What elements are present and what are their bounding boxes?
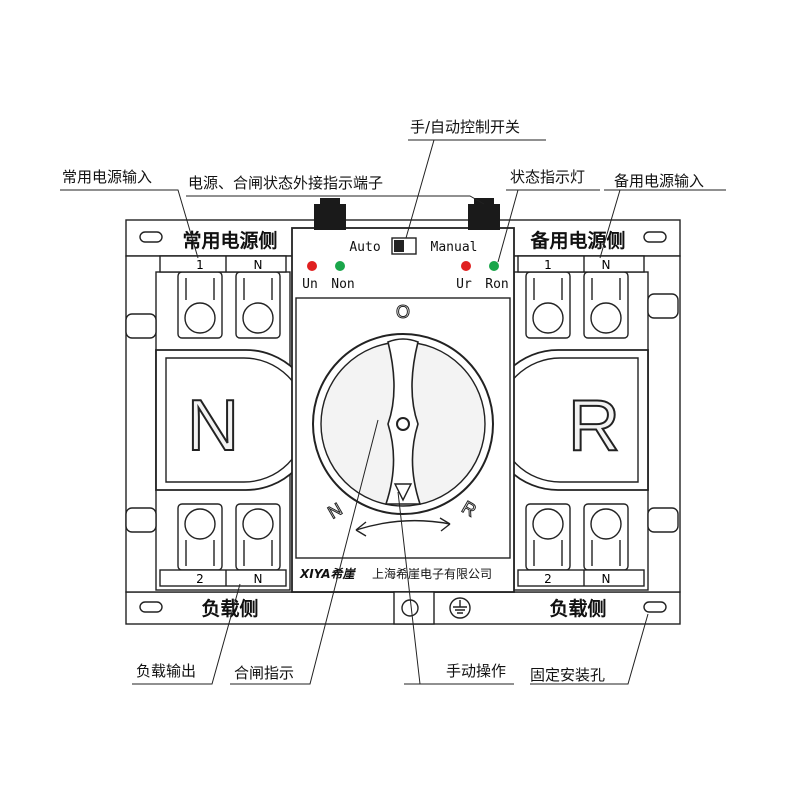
indicator-un-label: Un <box>302 277 318 292</box>
knob-arrow <box>393 483 413 502</box>
earth-icon <box>453 600 467 614</box>
leader-backup-input <box>599 189 726 259</box>
terminal-label-top-left-1: 1 <box>196 258 204 272</box>
left-pole-letter: N <box>187 386 239 466</box>
mounting-hole-top-right <box>643 231 667 243</box>
load-side-label-right: 负载侧 <box>549 597 606 620</box>
leader-load-output <box>132 583 241 685</box>
earth-symbol-ring <box>449 597 471 619</box>
mounting-hole-top-left <box>139 231 163 243</box>
leader-manual-operation <box>397 491 514 685</box>
terminal-label-top-right-n: N <box>602 258 611 272</box>
led-un <box>307 261 317 271</box>
mounting-hole-bottom-right <box>643 601 667 613</box>
rotation-arc <box>355 519 451 531</box>
indicator-non-label: Non <box>331 277 354 292</box>
auto-label: Auto <box>349 240 380 255</box>
callout-closing-indicator: 合闸指示 <box>234 664 295 682</box>
led-ron <box>489 261 499 271</box>
callout-backup-input: 备用电源输入 <box>614 172 705 190</box>
external-terminal-left <box>314 204 346 230</box>
leader-common-input <box>60 189 199 259</box>
manual-label: Manual <box>431 240 478 255</box>
external-terminal-right <box>468 204 500 230</box>
callout-status-light: 状态指示灯 <box>510 168 586 186</box>
right-pole-letter: R <box>568 386 620 466</box>
leader-manual-auto-switch <box>405 139 546 239</box>
indicator-ur-label: Ur <box>456 277 472 292</box>
side-tab-left-top <box>125 313 157 339</box>
leader-status-terminal <box>186 195 485 205</box>
side-tab-right-top <box>647 293 679 319</box>
led-non <box>335 261 345 271</box>
terminal-label-top-right-1: 1 <box>544 258 552 272</box>
left-side-label: 常用电源侧 <box>182 229 277 252</box>
callout-common-input: 常用电源输入 <box>62 168 153 186</box>
right-side-label: 备用电源侧 <box>529 229 625 252</box>
load-side-label-left: 负载侧 <box>201 597 258 620</box>
callout-manual-operation: 手动操作 <box>446 662 507 680</box>
terminal-label-top-left-n: N <box>254 258 263 272</box>
knob-mark-top: O <box>396 302 410 322</box>
leader-closing-indicator <box>230 419 379 685</box>
terminal-label-bottom-right-n: N <box>602 572 611 586</box>
leader-status-light <box>497 189 600 263</box>
side-tab-right-bottom <box>647 507 679 533</box>
callout-manual-auto-switch: 手/自动控制开关 <box>410 118 521 136</box>
mounting-hole-bottom-left <box>139 601 163 613</box>
knob-pivot <box>396 417 410 431</box>
terminal-label-bottom-left-n: N <box>254 572 263 586</box>
terminal-label-bottom-right-2: 2 <box>544 572 552 586</box>
side-tab-left-bottom <box>125 507 157 533</box>
led-ur <box>461 261 471 271</box>
indicator-ron-label: Ron <box>485 277 508 292</box>
company-name: 上海希崖电子有限公司 <box>372 566 492 581</box>
terminal-label-bottom-left-2: 2 <box>196 572 204 586</box>
callout-status-terminal: 电源、合闸状态外接指示端子 <box>188 174 384 192</box>
callout-load-output: 负载输出 <box>136 662 197 680</box>
brand-logo: XIYA希崖 <box>299 567 357 581</box>
center-bottom-hole <box>401 599 419 617</box>
leader-mounting-hole <box>530 613 649 685</box>
callout-mounting-hole: 固定安装孔 <box>530 666 606 684</box>
